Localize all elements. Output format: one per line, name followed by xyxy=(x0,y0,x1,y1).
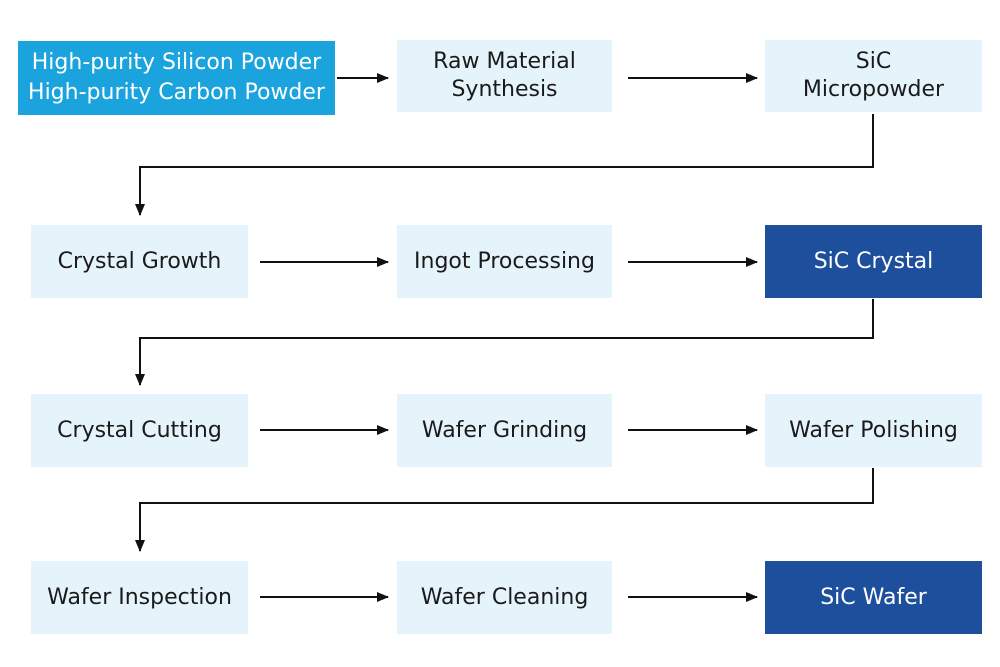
step-label: Ingot Processing xyxy=(414,248,595,274)
step-label-line: SiC xyxy=(855,49,892,74)
step-sic-micropowder: SiC Micropowder xyxy=(765,40,982,112)
step-label-line: High-purity Silicon Powder xyxy=(31,50,322,75)
step-label-line: Synthesis xyxy=(451,77,558,102)
step-raw-powders: High-purity Silicon Powder High-purity C… xyxy=(18,41,335,115)
step-label: Wafer Cleaning xyxy=(420,584,589,610)
step-label: Crystal Cutting xyxy=(57,417,222,443)
step-label: SiC Wafer xyxy=(820,584,927,610)
step-label-line: High-purity Carbon Powder xyxy=(28,80,325,105)
step-label: Wafer Polishing xyxy=(789,417,958,443)
step-sic-crystal: SiC Crystal xyxy=(765,225,982,298)
step-wafer-inspection: Wafer Inspection xyxy=(31,561,248,634)
step-ingot-processing: Ingot Processing xyxy=(397,225,612,298)
step-label-line: Raw Material xyxy=(433,49,576,74)
step-sic-wafer: SiC Wafer xyxy=(765,561,982,634)
step-label: Wafer Grinding xyxy=(421,417,588,443)
step-wafer-grinding: Wafer Grinding xyxy=(397,394,612,467)
step-crystal-cutting: Crystal Cutting xyxy=(31,394,248,467)
connector-polishing-to-inspection xyxy=(135,468,874,552)
connector-micropowder-to-crystal-growth xyxy=(135,114,874,216)
connector-crystal-to-cutting xyxy=(135,299,874,386)
step-raw-material-synthesis: Raw Material Synthesis xyxy=(397,40,612,112)
step-crystal-growth: Crystal Growth xyxy=(31,225,248,298)
step-label-line: Micropowder xyxy=(802,77,945,102)
step-label: Crystal Growth xyxy=(57,248,222,274)
step-label: Wafer Inspection xyxy=(47,584,232,610)
step-wafer-polishing: Wafer Polishing xyxy=(765,394,982,467)
step-wafer-cleaning: Wafer Cleaning xyxy=(397,561,612,634)
step-label: SiC Crystal xyxy=(813,248,934,274)
